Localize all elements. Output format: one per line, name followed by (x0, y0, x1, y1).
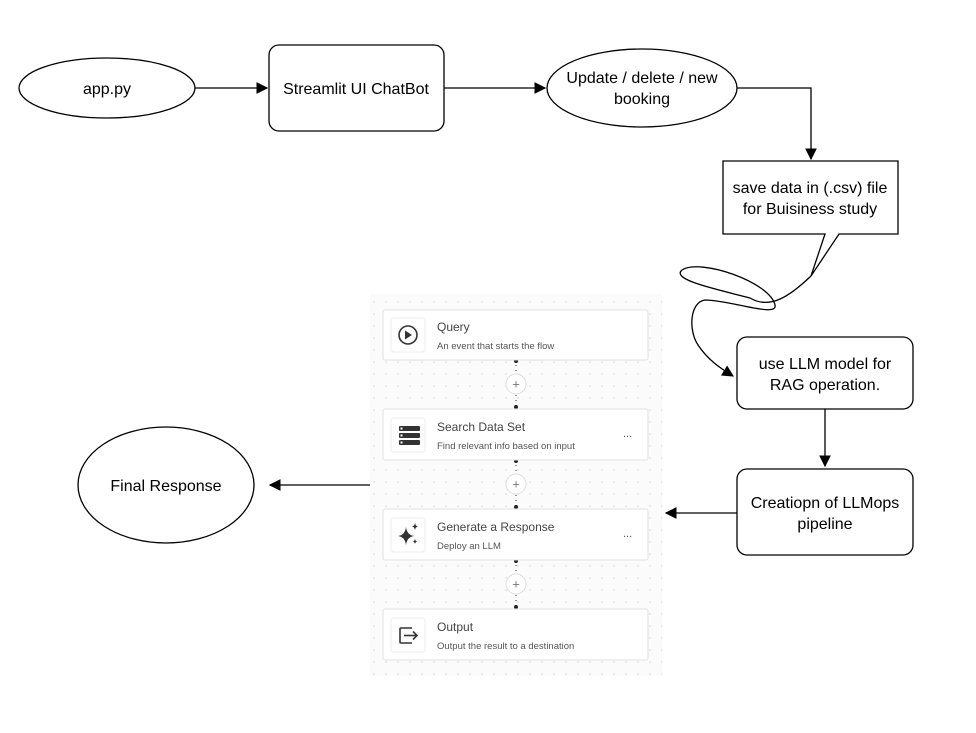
streamlit-label: Streamlit UI ChatBot (283, 81, 429, 98)
add-step-symbol: + (512, 577, 520, 592)
step-title: Query (437, 320, 470, 334)
step-subtitle: Output the result to a destination (437, 641, 574, 652)
exit-arrow-icon (399, 627, 419, 644)
add-step-button-3[interactable]: + (505, 573, 527, 595)
llm-label-line1: use LLM model for (759, 356, 892, 373)
flow-step-generate-response[interactable]: Generate a Response Deploy an LLM ... (382, 508, 649, 561)
list-database-icon (399, 426, 420, 445)
step-title: Generate a Response (437, 520, 555, 534)
add-step-symbol: + (512, 477, 520, 492)
flow-step-search-data-set[interactable]: Search Data Set Find relevant info based… (382, 408, 649, 461)
add-step-symbol: + (512, 377, 520, 392)
step-subtitle: An event that starts the flow (437, 341, 554, 352)
flow-step-output[interactable]: Output Output the result to a destinatio… (382, 608, 649, 661)
step-menu-icon[interactable]: ... (623, 428, 632, 440)
llm-node (736, 336, 914, 410)
add-step-button-2[interactable]: + (505, 473, 527, 495)
booking-label-line2: booking (614, 91, 670, 108)
step-title: Output (437, 620, 474, 634)
play-circle-icon (398, 325, 418, 345)
save-data-callout (722, 160, 899, 277)
booking-label-line1: Update / delete / new (566, 70, 718, 87)
step-title: Search Data Set (437, 420, 526, 434)
pipeline-label-line2: pipeline (797, 516, 852, 533)
flow-step-query[interactable]: Query An event that starts the flow (382, 309, 649, 361)
pipeline-label-line1: Creatiopn of LLMops (751, 495, 900, 512)
add-step-button-1[interactable]: + (505, 373, 527, 395)
pipeline-node (736, 468, 914, 556)
app-label: app.py (83, 81, 131, 98)
arrow-save-to-llm (679, 266, 812, 377)
step-subtitle: Find relevant info based on input (437, 441, 575, 452)
booking-node (546, 48, 738, 128)
final-response-label: Final Response (110, 478, 221, 495)
sparkle-icon (398, 523, 418, 545)
step-menu-icon[interactable]: ... (623, 528, 632, 540)
final-response-node (77, 426, 255, 544)
save-label-line2: for Buisiness study (743, 201, 877, 218)
arrow-booking-to-save (737, 87, 817, 161)
llm-label-line2: RAG operation. (770, 377, 880, 394)
save-label-line1: save data in (.csv) file (733, 180, 888, 197)
step-subtitle: Deploy an LLM (437, 541, 501, 552)
